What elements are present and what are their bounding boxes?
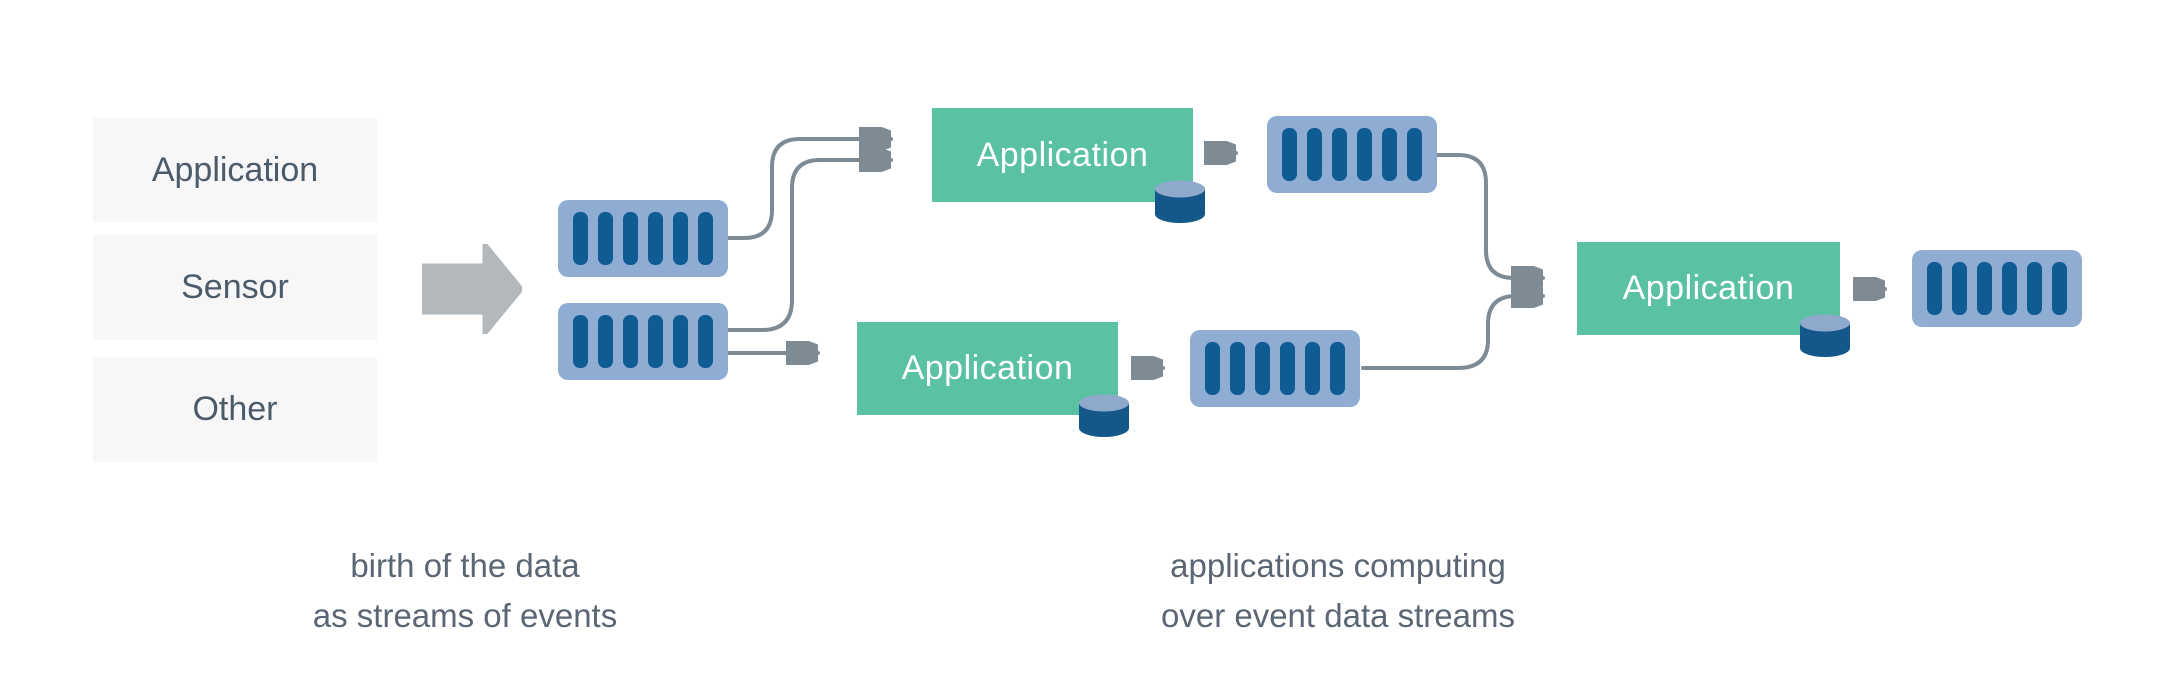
stream-bar-icon (573, 212, 588, 265)
stream-bar-icon (1357, 128, 1372, 181)
stream-bar-icon (1330, 342, 1345, 395)
database-cylinder-icon (1155, 180, 1205, 223)
stream-bar-icon (598, 212, 613, 265)
stream-bar-icon (598, 315, 613, 368)
stream-bar-icon (1307, 128, 1322, 181)
source-box-sensor: Sensor (93, 235, 377, 340)
source-label: Application (151, 150, 319, 189)
caption-left: birth of the data as streams of events (215, 541, 715, 641)
stream-bar-icon (1205, 342, 1220, 395)
stream-bar-icon (2027, 262, 2042, 315)
caption-line: birth of the data (350, 547, 580, 584)
application-node-bottom: Application (857, 322, 1118, 415)
stream-bar-icon (1280, 342, 1295, 395)
source-label: Other (192, 390, 278, 428)
application-node-final: Application (1577, 242, 1840, 335)
stream-bar-icon (648, 315, 663, 368)
event-stream-icon (1912, 250, 2082, 327)
connector-arrow-stream4-to-app-final (1361, 296, 1545, 370)
flow-arrow-icon (422, 244, 522, 334)
event-stream-icon (558, 200, 728, 277)
caption-line: as streams of events (312, 597, 618, 634)
stream-bar-icon (623, 212, 638, 265)
stream-bar-icon (623, 315, 638, 368)
event-stream-icon (558, 303, 728, 380)
stream-bar-icon (1332, 128, 1347, 181)
stream-bar-icon (1927, 262, 1942, 315)
stream-bar-icon (1382, 128, 1397, 181)
stream-bar-icon (673, 212, 688, 265)
caption-line: applications computing (1170, 547, 1506, 584)
stream-bar-icon (673, 315, 688, 368)
source-box-application: Application (93, 118, 377, 222)
stream-bar-icon (1305, 342, 1320, 395)
database-cylinder-icon (1079, 394, 1129, 437)
source-box-other: Other (93, 357, 377, 462)
stream-bar-icon (1282, 128, 1297, 181)
stream-bar-icon (1977, 262, 1992, 315)
connector-arrow-stream2-to-app-top (726, 160, 893, 332)
stream-bar-icon (573, 315, 588, 368)
stream-bar-icon (1407, 128, 1422, 181)
event-stream-icon (1190, 330, 1360, 407)
stream-bar-icon (1230, 342, 1245, 395)
application-label: Application (901, 349, 1074, 387)
caption-right: applications computing over event data s… (1088, 541, 1588, 641)
stream-bar-icon (698, 212, 713, 265)
caption-line: over event data streams (1160, 597, 1515, 634)
event-stream-icon (1267, 116, 1437, 193)
connector-arrow-stream3-to-app-final (1435, 153, 1545, 278)
application-label: Application (1622, 269, 1795, 307)
connector-arrow-stream1-to-app-top (726, 139, 893, 240)
stream-bar-icon (648, 212, 663, 265)
stream-bar-icon (1255, 342, 1270, 395)
application-label: Application (976, 135, 1149, 174)
source-label: Sensor (181, 268, 289, 306)
stream-bar-icon (698, 315, 713, 368)
stream-bar-icon (1952, 262, 1967, 315)
stream-bar-icon (2052, 262, 2067, 315)
stream-bar-icon (2002, 262, 2017, 315)
database-cylinder-icon (1800, 314, 1850, 357)
application-node-top: Application (932, 108, 1193, 202)
